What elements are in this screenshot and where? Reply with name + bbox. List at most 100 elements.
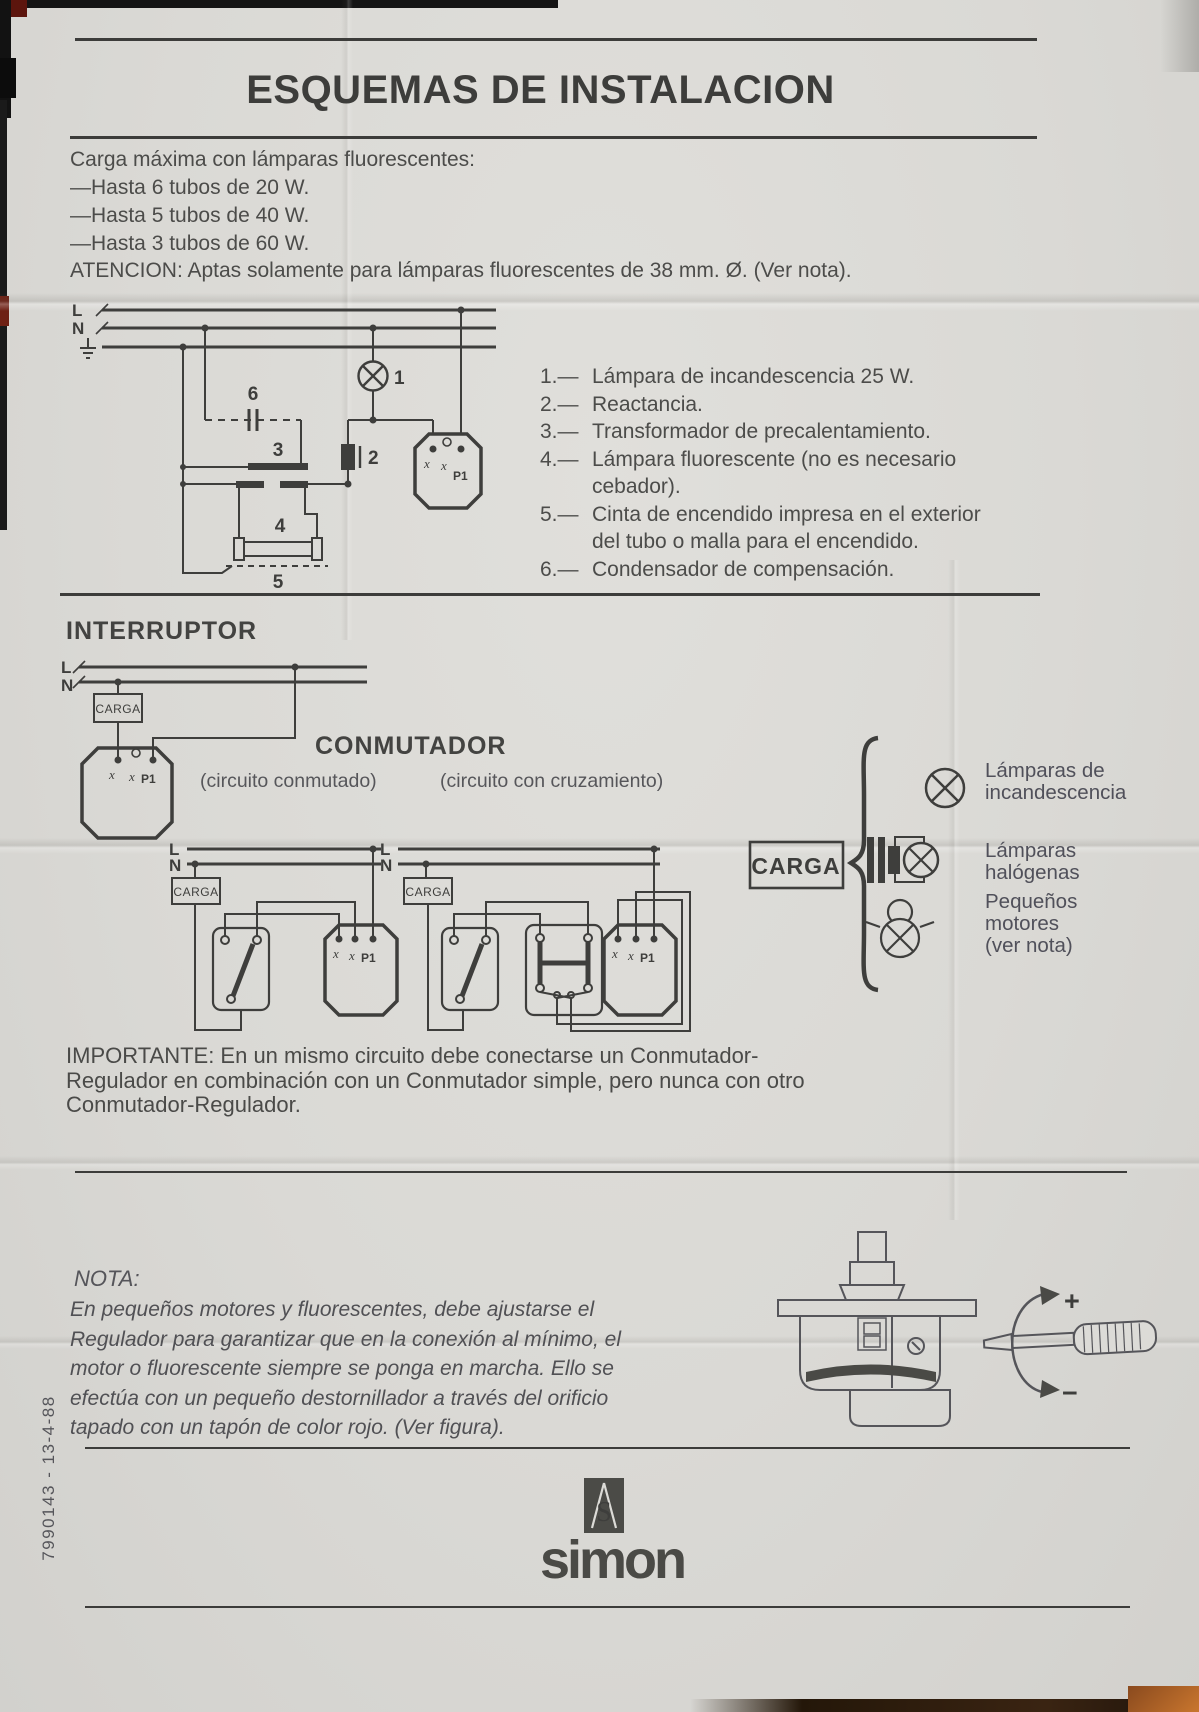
transformer-icon (236, 463, 308, 488)
simon-wordmark: simon (539, 1530, 687, 1590)
ballast-icon (341, 444, 362, 470)
carga-load-box-large: CARGA (748, 840, 845, 890)
line-label-n: N (72, 319, 84, 338)
legend-text: Condensador de compensación. (592, 557, 895, 581)
line-label-n: N (61, 676, 73, 695)
legend-num: 6.— (540, 557, 579, 581)
bus-ticks (72, 660, 86, 689)
carga-load-box: CARGA (171, 877, 221, 905)
brace-icon (846, 735, 879, 993)
wires (194, 849, 374, 1031)
bus-lines (398, 847, 660, 866)
carga-load-box: CARGA (403, 877, 453, 905)
line-label-l: L (61, 658, 71, 677)
fluorescent-circuit-diagram: L N (72, 301, 496, 593)
legend-item: 4.—Lámpara fluorescente (no es necesario… (540, 446, 1020, 501)
switch-device (211, 926, 271, 1012)
component-number-6: 6 (248, 384, 259, 405)
dimmer-symbol-icon: x (108, 767, 115, 782)
wires (182, 310, 462, 574)
regulator-adjustment-figure: + − (777, 1231, 1158, 1427)
carga-load-box: CARGA (93, 693, 143, 723)
dimmer-symbol-icon: x (332, 946, 339, 961)
crossover-switch-device (524, 923, 604, 1017)
interruptor-circuit-diagram: L N CARGA x (61, 658, 367, 840)
line-label-n: N (380, 856, 392, 875)
rule-top (75, 38, 1037, 41)
legend-item: 6.— Condensador de compensación. (540, 556, 1020, 584)
legend-text: Transformador de precalentamiento. (592, 420, 931, 443)
p1-dimmer-device: x x P1 (80, 746, 174, 840)
line-label-l: L (72, 301, 82, 320)
p1-label: P1 (361, 951, 376, 965)
load-label-incandescent: Lámparas de incandescencia (985, 759, 1127, 804)
legend-item: 2.— Reactancia. (540, 391, 1020, 419)
caption-cruzamiento: (circuito con cruzamiento) (440, 770, 664, 792)
carga-label: CARGA (173, 885, 218, 899)
legend-text: Reactancia. (592, 392, 703, 416)
scan-shadow-top-right (1160, 0, 1199, 72)
specs-item: —Hasta 3 tubos de 60 W. (70, 232, 310, 255)
rule-section-nota (75, 1171, 1127, 1173)
carga-label: CARGA (95, 702, 140, 716)
conmutador-cruzamiento-circuit-diagram: L N CARGA (380, 840, 691, 1032)
component-number-5: 5 (273, 572, 284, 593)
legend-item: 1.—Lámpara de incandescencia 25 W. (540, 363, 1020, 391)
screwdriver-icon (982, 1320, 1158, 1356)
dimmer-symbol-icon: x (423, 456, 430, 471)
specs-item: —Hasta 6 tubos de 20 W. (70, 176, 310, 199)
capacitor-icon (247, 409, 259, 431)
rule-under-title (70, 136, 1037, 139)
legend-item: 3.—Transformador de precalentamiento. (540, 418, 1020, 446)
load-label-halogen: Lámparas halógenas (985, 839, 1080, 884)
regulator-device (777, 1231, 977, 1427)
load-types-diagram: CARGA (748, 735, 966, 993)
heading-interruptor: INTERRUPTOR (66, 617, 258, 645)
dimmer-symbol-icon: x (128, 769, 135, 784)
carga-label: CARGA (405, 885, 450, 899)
nota-paragraph: En pequeños motores y fluorescentes, deb… (70, 1298, 621, 1439)
simon-logo-icon: S (584, 1478, 624, 1533)
importante-paragraph: IMPORTANTE: En un mismo circuito debe co… (66, 1043, 805, 1117)
bus-lines (79, 665, 367, 684)
component-number-3: 3 (273, 440, 284, 461)
dimmer-symbol-icon: x (627, 948, 634, 963)
legend-item: 5.—Cinta de encendido impresa en el exte… (540, 501, 1020, 556)
rule-footer-top (85, 1447, 1130, 1449)
earth-icon (80, 338, 96, 359)
plus-label: + (1064, 1286, 1080, 1316)
specs-attention: ATENCION: Aptas solamente para lámparas … (70, 259, 852, 282)
rotation-arrow-icon (1011, 1286, 1060, 1398)
bus-lines (187, 847, 381, 866)
logo-s-letter: S (596, 1497, 612, 1528)
specs-intro: Carga máxima con lámparas fluorescentes: (70, 148, 476, 171)
legend-text: Lámpara fluorescente (no es necesario ce… (592, 447, 957, 499)
legend-text: Cinta de encendido impresa en el exterio… (592, 502, 981, 554)
motor-icon (865, 898, 935, 959)
scan-edge-top (0, 0, 558, 8)
p1-label: P1 (640, 951, 655, 965)
bus-lines (102, 308, 496, 349)
carga-label: CARGA (751, 853, 840, 879)
component-number-1: 1 (394, 368, 405, 389)
incandescent-lamp-icon (924, 767, 966, 809)
print-code: 7990143 - 13-4-88 (39, 1395, 58, 1561)
node-dots (179, 306, 465, 488)
load-label-motors: Pequeños motores (ver nota) (985, 890, 1078, 957)
scan-edge-bottom-orange (1128, 1686, 1199, 1712)
conmutador-simple-circuit-diagram: L N CARGA (169, 840, 399, 1031)
p1-label: P1 (453, 469, 468, 483)
component-number-2: 2 (368, 448, 379, 469)
rule-footer-bottom (85, 1606, 1130, 1608)
p1-dimmer-device: x x P1 (413, 432, 483, 510)
component-number-4: 4 (275, 516, 286, 537)
paper-crease-h3 (0, 1156, 1199, 1170)
fluorescent-tube-icon (233, 537, 323, 561)
dimmer-symbol-icon: x (611, 946, 618, 961)
line-label-l: L (380, 840, 390, 859)
legend-num: 2.— (540, 392, 579, 416)
scan-edge-bottom-brown (690, 1699, 1199, 1712)
nota-heading: NOTA: (74, 1266, 140, 1291)
scan-edge-left-red-mark (0, 296, 9, 326)
